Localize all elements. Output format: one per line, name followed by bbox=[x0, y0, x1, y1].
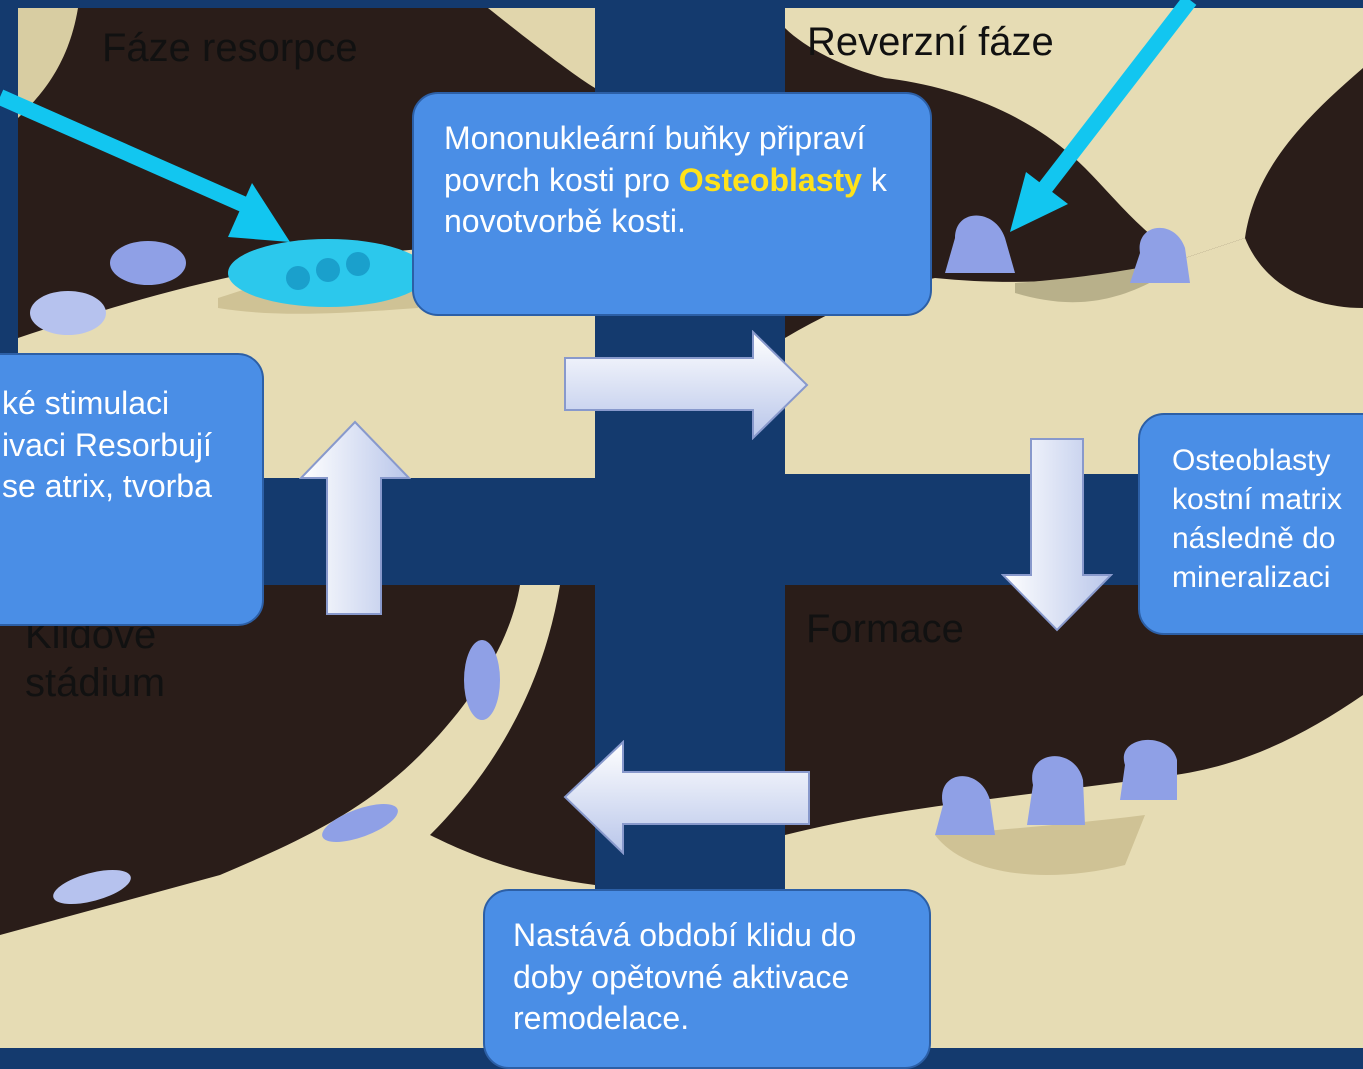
pointer-line-resorption bbox=[0, 97, 245, 205]
pointer-head-resorption bbox=[228, 183, 290, 242]
callout-resting-text: Nastává období klidu do doby opětovné ak… bbox=[513, 917, 856, 1036]
callout-reversal-highlight: Osteoblasty bbox=[679, 162, 862, 198]
callout-reversal: Mononukleární buňky připraví povrch kost… bbox=[412, 92, 932, 316]
callout-resting: Nastává období klidu do doby opětovné ak… bbox=[483, 889, 931, 1069]
callout-formation-text: Osteoblasty kostní matrix následně do mi… bbox=[1172, 444, 1342, 594]
callout-resorption-text: ké stimulaci ivaci Resorbují se atrix, t… bbox=[2, 385, 212, 504]
callout-formation: Osteoblasty kostní matrix následně do mi… bbox=[1138, 413, 1363, 635]
callout-resorption: ké stimulaci ivaci Resorbují se atrix, t… bbox=[0, 353, 264, 626]
pointer-line-reversal bbox=[1045, 0, 1190, 188]
